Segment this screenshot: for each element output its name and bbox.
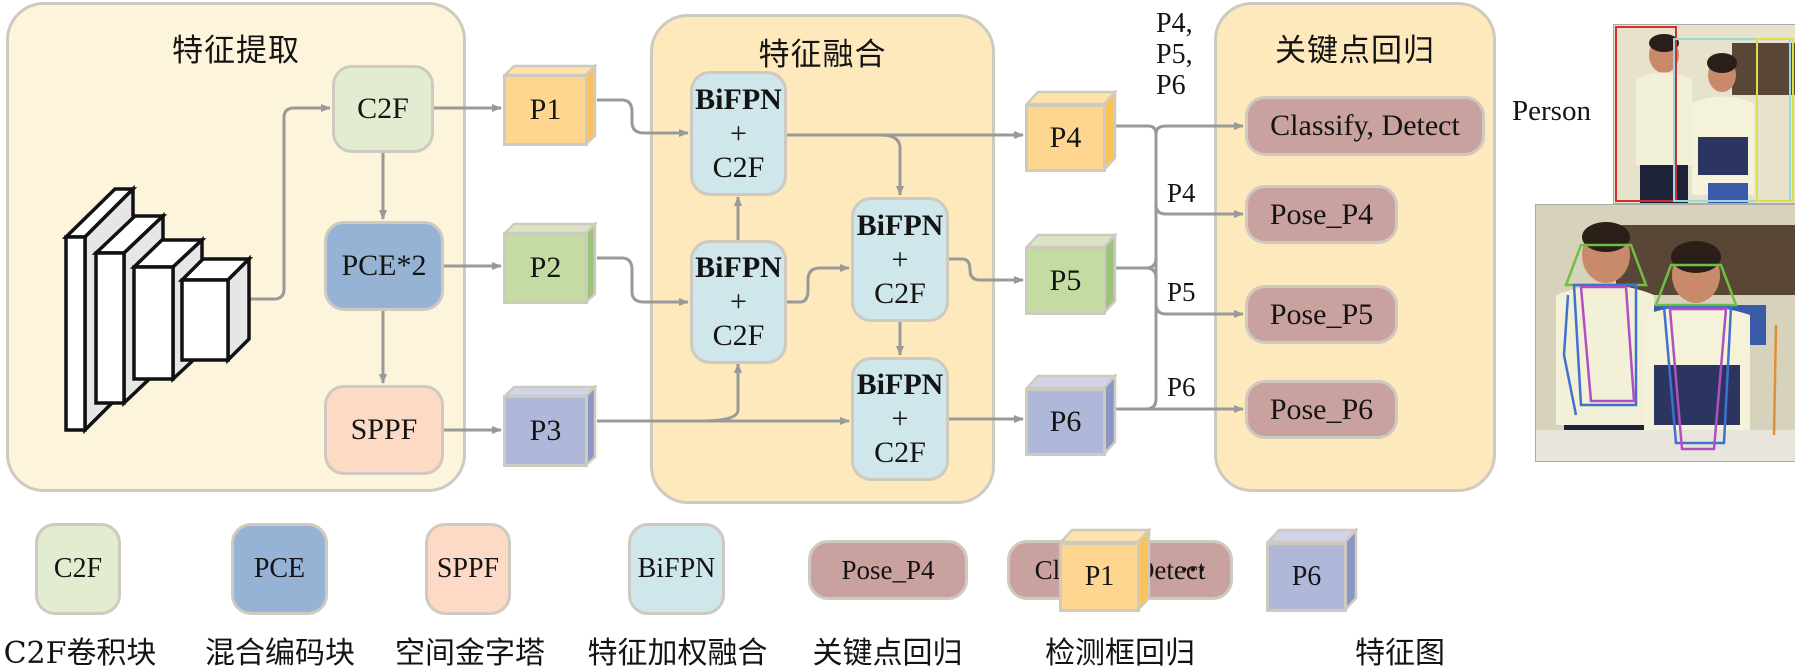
p2-label: P2 xyxy=(529,251,562,284)
bifpn-c2f: C2F xyxy=(874,436,926,469)
arrow-bifpn2-bifpn3 xyxy=(786,264,850,304)
person-class-label: Person xyxy=(1512,95,1591,127)
c2f-label: C2F xyxy=(357,92,409,125)
c2f-block: C2F xyxy=(332,65,434,153)
pose-head-p6-label: Pose_P6 xyxy=(1269,392,1374,426)
arrow-bifpn3-p5 xyxy=(949,257,1024,284)
arrow-bus-detect xyxy=(1154,122,1244,135)
backbone-icon xyxy=(61,184,254,435)
p1-label: P1 xyxy=(529,93,562,126)
detection-result-image xyxy=(1613,24,1795,204)
bifpn-plus: + xyxy=(891,402,909,435)
legend-swatch-pce-text: PCE xyxy=(253,553,306,584)
legend-swatch-c2f: C2F xyxy=(35,523,121,615)
feature-map-p6: P6 xyxy=(1025,374,1117,456)
pce-label: PCE*2 xyxy=(341,249,427,282)
arrow-backbone-c2f xyxy=(249,104,331,301)
feature-map-p3: P3 xyxy=(503,385,597,467)
pose-result-image xyxy=(1535,204,1795,462)
legend-p1-label: P1 xyxy=(1084,561,1115,592)
legend-swatch-pce: PCE xyxy=(231,523,328,615)
bifpn-label: BiFPN xyxy=(695,251,782,284)
legend-label-c2f: C2F卷积块 xyxy=(3,636,157,671)
edge-label-pose-p6: P6 xyxy=(1167,372,1196,402)
pose-head-p4-label: Pose_P4 xyxy=(1269,197,1374,231)
bifpn-c2f: C2F xyxy=(712,319,765,352)
edge-label-p6: P6 xyxy=(1156,70,1186,101)
legend-swatch-bifpn: BiFPN xyxy=(628,523,725,615)
legend-label-detect: 检测框回归 xyxy=(1045,636,1195,671)
legend-label-bifpn: 特征加权融合 xyxy=(587,636,768,671)
bifpn-plus: + xyxy=(730,285,747,318)
bifpn-block-2: BiFPN + C2F xyxy=(690,240,787,364)
legend-label-sppf: 空间金字塔 xyxy=(395,636,545,671)
legend-feature-map-p1: P1 xyxy=(1059,528,1151,612)
arrow-bifpn1-bifpn3 xyxy=(879,133,904,196)
p6-label: P6 xyxy=(1049,405,1082,438)
detect-head: Classify, Detect xyxy=(1245,96,1485,156)
feature-extraction-title: 特征提取 xyxy=(172,33,300,69)
p4-label: P4 xyxy=(1049,121,1082,154)
edge-label-pose-p4: P4 xyxy=(1167,178,1196,208)
pose-head-p5: Pose_P5 xyxy=(1245,285,1398,344)
bifpn-c2f: C2F xyxy=(712,150,765,184)
legend-label-feature-map: 特征图 xyxy=(1355,636,1445,671)
bifpn-plus: + xyxy=(730,116,747,150)
edge-label-p4: P4, xyxy=(1156,8,1193,39)
pose-head-p5-label: Pose_P5 xyxy=(1269,297,1374,331)
legend-feature-map-p6-block: P6 xyxy=(1266,528,1358,612)
pce-block: PCE*2 xyxy=(324,221,444,311)
legend-ellipsis: ··· xyxy=(1180,555,1207,584)
arrow-p3-bifpn2 xyxy=(699,363,742,423)
legend-label-pce: 混合编码块 xyxy=(205,636,355,671)
bifpn-label: BiFPN xyxy=(856,208,944,242)
sppf-block: SPPF xyxy=(324,385,444,475)
arrow-bus-pose-p5 xyxy=(1154,303,1244,318)
legend-p6-label: P6 xyxy=(1291,561,1322,592)
bifpn-plus: + xyxy=(891,242,909,276)
sppf-label: SPPF xyxy=(350,413,418,446)
bifpn-c2f: C2F xyxy=(874,276,926,310)
feature-map-p1: P1 xyxy=(503,64,597,146)
detect-head-label: Classify, Detect xyxy=(1270,109,1460,142)
feature-map-p5: P5 xyxy=(1025,233,1117,315)
legend-label-pose: 关键点回归 xyxy=(812,636,963,671)
legend-feature-map-p6 xyxy=(1166,528,1258,612)
feature-fusion-title: 特征融合 xyxy=(758,37,887,73)
pose-head-p6: Pose_P6 xyxy=(1245,380,1398,439)
legend-swatch-sppf-text: SPPF xyxy=(436,553,500,584)
edge-label-combined: P4, P5, P6 xyxy=(1156,8,1193,101)
feature-map-p4: P4 xyxy=(1025,90,1117,172)
p5-label: P5 xyxy=(1049,264,1082,297)
bifpn-block-3: BiFPN + C2F xyxy=(851,197,949,322)
bifpn-label: BiFPN xyxy=(856,368,944,401)
bifpn-block-1: BiFPN + C2F xyxy=(690,71,787,196)
legend-swatch-pose-text: Pose_P4 xyxy=(841,555,935,585)
p3-label: P3 xyxy=(529,414,562,447)
edge-label-pose-p5: P5 xyxy=(1167,277,1196,307)
arrow-p2-bifpn2 xyxy=(597,256,689,306)
edge-label-p5: P5, xyxy=(1156,39,1193,70)
bifpn-block-4: BiFPN + C2F xyxy=(851,357,949,481)
feature-map-p2: P2 xyxy=(503,222,597,304)
arrow-p1-bifpn1 xyxy=(597,98,689,137)
bifpn-label: BiFPN xyxy=(695,82,782,116)
legend-swatch-bifpn-text: BiFPN xyxy=(637,553,716,584)
legend-swatch-pose: Pose_P4 xyxy=(808,540,968,600)
pose-head-p4: Pose_P4 xyxy=(1245,185,1398,244)
legend-swatch-sppf: SPPF xyxy=(425,523,511,615)
line-p4-out xyxy=(1115,124,1158,135)
legend-swatch-c2f-text: C2F xyxy=(53,553,103,584)
line-p5-out xyxy=(1115,257,1158,270)
keypoint-regression-title: 关键点回归 xyxy=(1275,33,1435,69)
arrow-bus-pose-p4 xyxy=(1154,204,1244,218)
